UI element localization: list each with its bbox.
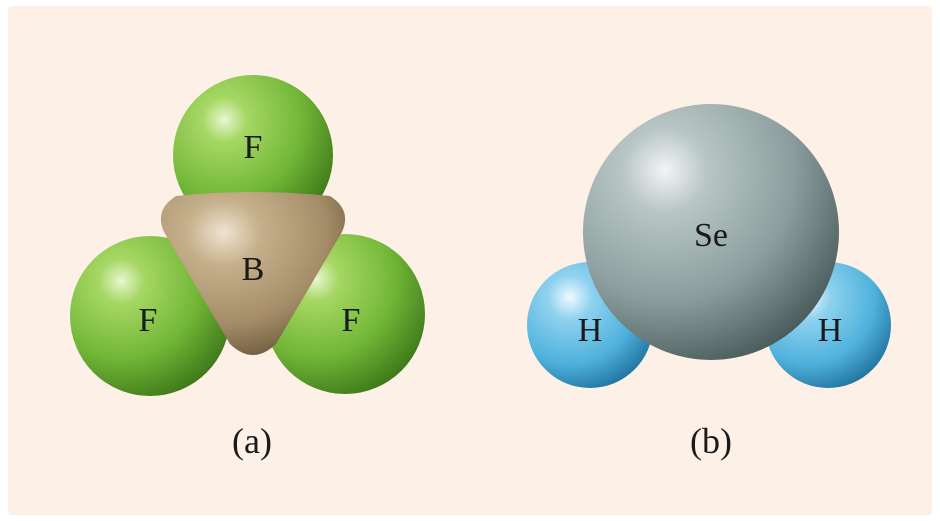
atom-label-h-right: H bbox=[818, 312, 843, 349]
atom-label-b: B bbox=[242, 251, 265, 288]
atom-label-f-right: F bbox=[342, 302, 361, 339]
atom-label-f-left: F bbox=[139, 302, 158, 339]
molecule-a: F B F F (a) bbox=[70, 75, 425, 461]
caption-a: (a) bbox=[232, 421, 272, 461]
selenium-atom bbox=[583, 104, 839, 360]
caption-b: (b) bbox=[690, 421, 732, 461]
molecule-b: Se H H (b) bbox=[527, 104, 891, 461]
atom-label-f-top: F bbox=[244, 129, 263, 166]
boron-atom bbox=[160, 192, 346, 355]
atom-label-h-left: H bbox=[578, 312, 603, 349]
atom-label-se: Se bbox=[694, 217, 728, 254]
